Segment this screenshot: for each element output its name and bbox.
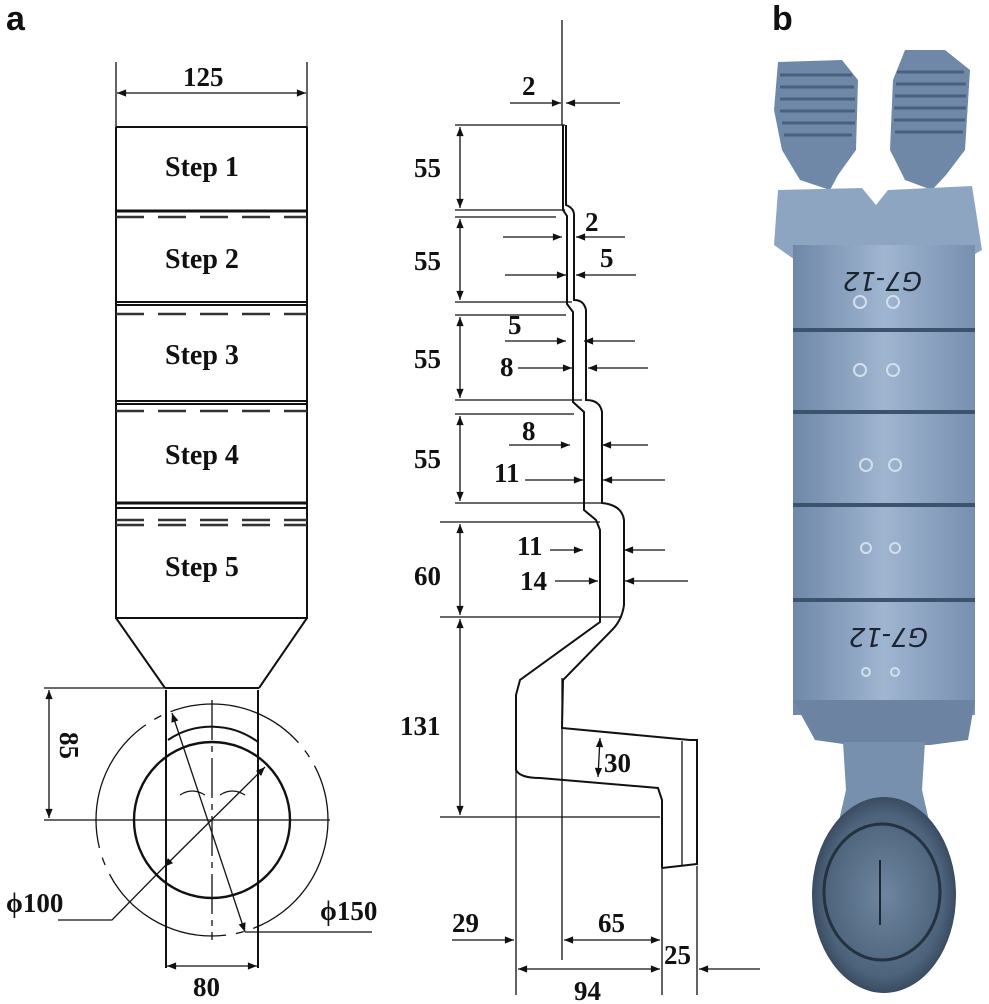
dim-thickness-5a: 5	[600, 243, 614, 273]
dim-mid: 65	[598, 908, 625, 938]
dim-right: 25	[664, 940, 691, 970]
dim-step3-height: 55	[414, 344, 441, 374]
dim-runner-thickness: 30	[604, 748, 631, 778]
dim-step1-height: 55	[414, 153, 441, 183]
dim-step4-height: 55	[414, 444, 441, 474]
specimen-mark-bottom: G7-12	[849, 621, 928, 651]
side-section-drawing: 2 55 55 55 55 60 131	[400, 20, 760, 1004]
dim-thickness-2b: 2	[585, 207, 599, 237]
dim-top-thickness: 2	[522, 71, 536, 101]
dim-neck-height: 85	[54, 732, 84, 759]
dim-inner-diameter: ϕ100	[6, 888, 63, 918]
step-label-5: Step 5	[165, 552, 239, 583]
step-label-2: Step 2	[165, 244, 239, 275]
panel-label-a: a	[6, 0, 25, 38]
dim-neck-width: 80	[193, 972, 220, 1002]
dim-thickness-14: 14	[520, 566, 547, 596]
step-label-4: Step 4	[165, 440, 239, 471]
dim-thickness-11b: 11	[517, 531, 543, 561]
dim-thickness-8a: 8	[500, 352, 514, 382]
front-view-drawing: 125 Step 1 Step 2 Step 3 Step 4 Step 5	[6, 62, 377, 1002]
thickness-callouts: 2 5 5 8 8 11 11 14	[494, 207, 688, 596]
dim-step5-height: 60	[414, 561, 441, 591]
step-label-1: Step 1	[165, 152, 239, 183]
dim-step2-height: 55	[414, 246, 441, 276]
specimen-mark-top: G7-12	[843, 265, 922, 295]
dim-left-offset: 29	[452, 908, 479, 938]
dim-thickness-11a: 11	[494, 458, 520, 488]
dim-thickness-5b: 5	[508, 310, 522, 340]
dim-thickness-8b: 8	[522, 416, 536, 446]
dim-top-width: 125	[183, 62, 224, 92]
dim-riser-height: 131	[400, 711, 441, 741]
dim-total: 94	[574, 976, 601, 1004]
step-label-3: Step 3	[165, 340, 239, 371]
specimen-photo: G7-12 G7-12	[774, 50, 982, 993]
panel-label-b: b	[772, 0, 793, 38]
dim-outer-diameter: ϕ150	[320, 896, 377, 926]
